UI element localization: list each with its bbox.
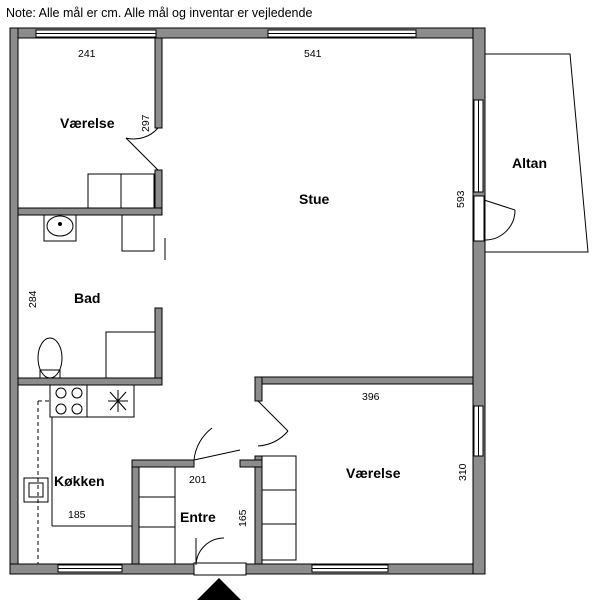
stove-icon xyxy=(49,384,135,418)
dim-stue-depth: 593 xyxy=(455,190,467,208)
dim-vaerelse-bottom-width: 396 xyxy=(362,391,380,403)
dim-bad-depth: 284 xyxy=(27,290,39,308)
room-label-altan: Altan xyxy=(512,155,547,171)
dim-vaerelse-bottom-depth: 310 xyxy=(457,463,469,481)
wall-bedroom-stue-upper xyxy=(154,37,163,129)
balcony-door xyxy=(473,195,516,242)
room-label-koekken: Køkken xyxy=(54,473,105,489)
wardrobe-bottom xyxy=(261,455,297,561)
wall-bedroom-corner xyxy=(254,376,263,402)
west-wall xyxy=(9,27,19,575)
wall-bedroom-bath xyxy=(17,207,163,216)
wall-bath-kitchen xyxy=(17,377,163,386)
plan-note: Note: Alle mål er cm. Alle mål og invent… xyxy=(6,6,313,20)
room-label-vaerelse-top: Værelse xyxy=(60,115,115,131)
wall-bath-stue xyxy=(154,307,163,385)
wall-entre-top-left xyxy=(131,459,195,468)
dim-entre-depth: 165 xyxy=(237,509,249,527)
sink-icon xyxy=(43,214,77,242)
wardrobe-top xyxy=(87,173,155,252)
doors xyxy=(125,127,289,576)
kitchen-sink-icon xyxy=(23,477,49,503)
bath-cabinet xyxy=(121,214,155,252)
room-label-stue: Stue xyxy=(299,191,330,207)
room-label-bad: Bad xyxy=(74,290,100,306)
kitchen-fixtures xyxy=(23,384,135,564)
room-label-entre: Entre xyxy=(180,509,216,525)
dim-vaerelse-top-depth: 297 xyxy=(140,114,152,132)
entre-wardrobe xyxy=(138,466,176,565)
door-entre-inner xyxy=(193,449,241,461)
entrance-door-arc xyxy=(195,537,225,566)
dim-stue-width: 541 xyxy=(304,48,322,60)
windows xyxy=(35,29,484,573)
interior-walls xyxy=(17,37,474,565)
door-bedroom-bottom xyxy=(257,400,289,432)
shower-icon xyxy=(105,331,156,379)
door-bedroom-top xyxy=(125,137,159,171)
wall-stue-bedroom xyxy=(254,376,474,385)
toilet-icon xyxy=(37,337,63,379)
wall-entre-bedroom xyxy=(254,455,263,565)
wall-entre-top-right xyxy=(239,459,263,468)
balcony-outline xyxy=(484,53,589,253)
room-label-vaerelse-bottom: Værelse xyxy=(346,465,401,481)
wall-kitchen-entre xyxy=(131,459,140,565)
bath-fixtures xyxy=(37,214,156,379)
dim-entre-width: 201 xyxy=(189,474,207,486)
wall-bedroom-stue-lower xyxy=(154,169,163,211)
dim-vaerelse-top-width: 241 xyxy=(78,48,96,60)
dim-koekken-width: 185 xyxy=(68,509,86,521)
entrance-arrow-icon xyxy=(197,578,241,600)
entrance-opening xyxy=(193,562,247,576)
